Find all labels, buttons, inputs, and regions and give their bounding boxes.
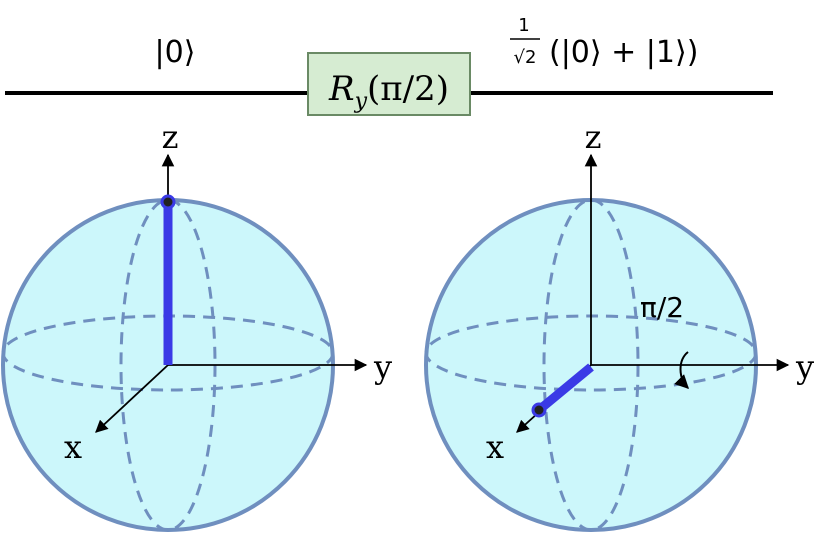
bloch-sphere-rotated: π/2 z y x (424, 118, 814, 532)
output-state-expression: (|0⟩ + |1⟩) (549, 35, 698, 70)
quantum-circuit: Ry(π/2) |0⟩ 1 √2 (|0⟩ + |1⟩) (5, 15, 773, 116)
output-fraction-denominator: √2 (514, 47, 537, 68)
rotation-angle-label: π/2 (640, 291, 684, 324)
y-axis-label: y (373, 348, 392, 386)
state-vector (536, 363, 594, 414)
state-vector-tip (160, 194, 176, 210)
z-axis-label: z (585, 118, 602, 156)
bloch-sphere-initial: z y x (1, 118, 392, 532)
x-axis-label: x (64, 428, 82, 466)
gate-box (307, 52, 471, 116)
y-axis-label: y (795, 348, 814, 386)
input-state-label: |0⟩ (155, 35, 196, 70)
rotation-arrow-icon (674, 351, 689, 389)
x-axis (95, 364, 169, 433)
output-fraction-numerator: 1 (518, 15, 529, 36)
z-axis-label: z (162, 118, 179, 156)
output-state-label: 1 √2 (|0⟩ + |1⟩) (510, 15, 698, 70)
state-vector-tip (531, 402, 547, 418)
x-axis-label: x (486, 428, 504, 466)
gate-label: Ry(π/2) (328, 69, 449, 114)
